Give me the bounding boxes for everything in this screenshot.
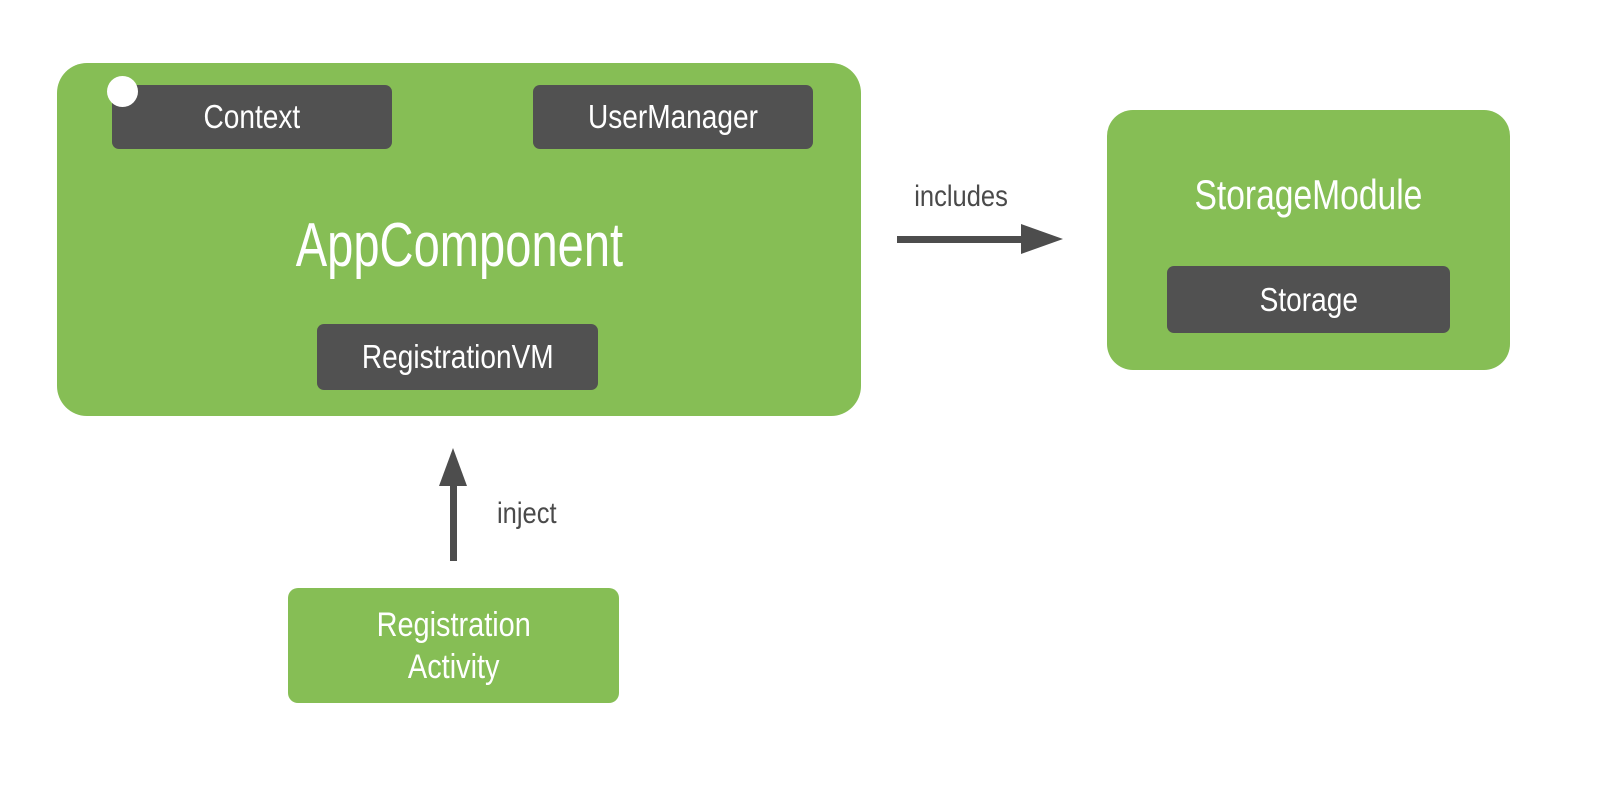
dependency-chip-context-label: Context bbox=[203, 98, 301, 135]
registration-activity-line1: Registration bbox=[376, 605, 531, 644]
scope-dot-icon bbox=[107, 76, 138, 107]
dependency-chip-context: Context bbox=[112, 85, 392, 149]
dependency-chip-registrationvm-label: RegistrationVM bbox=[361, 338, 554, 375]
storage-module-box: StorageModule Storage bbox=[1107, 110, 1510, 370]
inject-arrow-shaft bbox=[450, 484, 457, 561]
dependency-chip-storage: Storage bbox=[1167, 266, 1450, 333]
registration-activity-box: Registration Activity bbox=[288, 588, 619, 703]
dependency-chip-registrationvm: RegistrationVM bbox=[317, 324, 598, 390]
includes-arrow-head-icon bbox=[1021, 224, 1063, 254]
includes-arrow-shaft bbox=[897, 236, 1025, 243]
registration-activity-label: Registration Activity bbox=[376, 604, 530, 688]
registration-activity-line2: Activity bbox=[407, 647, 500, 686]
includes-edge-label: includes bbox=[914, 180, 1008, 213]
app-component-title: AppComponent bbox=[295, 211, 623, 280]
app-component-box: Context UserManager AppComponent Registr… bbox=[57, 63, 861, 416]
dependency-chip-storage-label: Storage bbox=[1259, 280, 1358, 318]
inject-arrow-head-icon bbox=[439, 448, 467, 486]
dependency-chip-usermanager-label: UserManager bbox=[588, 98, 758, 135]
dependency-chip-usermanager: UserManager bbox=[533, 85, 813, 149]
storage-module-title: StorageModule bbox=[1194, 171, 1423, 218]
inject-edge-label: inject bbox=[497, 497, 557, 530]
